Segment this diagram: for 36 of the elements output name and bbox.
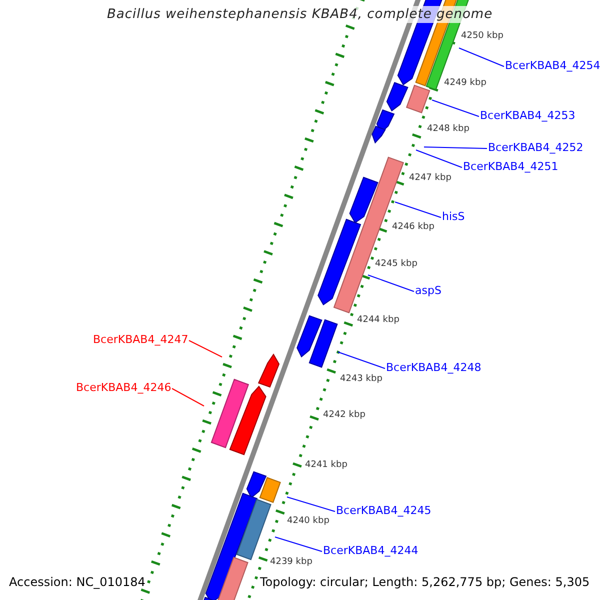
gene-label: hisS <box>442 211 465 222</box>
scale-label: 4239 kbp <box>270 558 312 567</box>
leader-line <box>274 536 322 552</box>
gene-label: BcerKBAB4_4246 <box>76 382 172 393</box>
gene-label: BcerKBAB4_4244 <box>323 545 418 556</box>
gene-label: BcerKBAB4_4248 <box>386 362 482 373</box>
scale-label: 4242 kbp <box>323 411 366 420</box>
gene-label: BcerKBAB4_4251 <box>463 161 558 172</box>
leader-line <box>368 274 414 292</box>
leader-line <box>458 48 504 67</box>
scale-label: 4244 kbp <box>357 316 400 325</box>
leader-line <box>394 202 442 218</box>
gene-label: BcerKBAB4_4247 <box>93 334 188 345</box>
scale-label: 4250 kbp <box>461 32 504 41</box>
leader-line <box>424 146 488 149</box>
gene-label: BcerKBAB4_4253 <box>480 110 576 121</box>
info-text: Topology: circular; Length: 5,262,775 bp; Genes: 5,305 <box>260 576 590 588</box>
scale-label: 4248 kbp <box>427 125 470 134</box>
gene-label: BcerKBAB4_4254 <box>505 60 600 71</box>
gene-label: BcerKBAB4_4252 <box>488 142 584 153</box>
leader-line <box>286 496 336 512</box>
scale-label: 4249 kbp <box>444 79 486 88</box>
scale-label: 4243 kbp <box>340 375 382 384</box>
leader-line <box>416 150 462 168</box>
leader-line <box>432 100 480 117</box>
leader-line <box>188 340 222 358</box>
scale-label: 4241 kbp <box>305 461 348 470</box>
scale-label: 4247 kbp <box>409 174 452 183</box>
leader-line <box>338 352 386 369</box>
scale-label: 4240 kbp <box>287 517 330 526</box>
gene-label: aspS <box>415 285 442 296</box>
scale-label: 4245 kbp <box>375 260 418 269</box>
info-text: Accession: NC_010184 <box>9 576 146 588</box>
gene-label: BcerKBAB4_4245 <box>336 505 432 516</box>
scale-label: 4246 kbp <box>392 223 434 232</box>
leader-line <box>172 388 204 406</box>
